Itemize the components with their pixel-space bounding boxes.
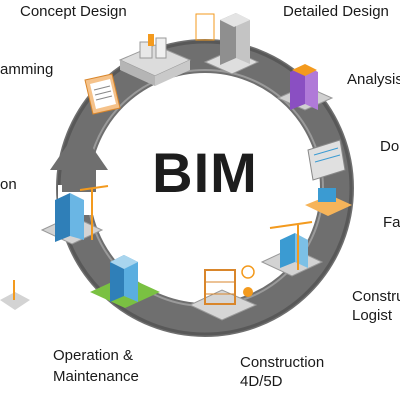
detailed-design-tower-icon	[195, 13, 260, 75]
stage-label-operation-line2: Maintenance	[53, 368, 139, 385]
stage-label-construction-4d5d-line1: Construction	[240, 354, 325, 371]
stage-label-construction-logistics-line1: Constru	[352, 288, 400, 305]
stage-label-fabrication: Fa	[383, 214, 400, 231]
stage-label-construction-4d5d-line2: 4D/5D	[240, 373, 283, 390]
operation-maintenance-building-icon	[90, 255, 160, 308]
stage-label-documentation: Do	[380, 138, 400, 155]
concept-design-building-icon	[118, 34, 192, 86]
stage-label-concept-design: Concept Design	[20, 3, 127, 20]
stage-label-detailed-design: Detailed Design	[283, 3, 389, 20]
stage-label-analysis: Analysis	[347, 71, 400, 88]
stage-label-programming-partial: amming	[0, 61, 54, 78]
construction-4d5d-icon	[188, 265, 258, 321]
stage-label-construction-logistics-line2: Logist	[352, 307, 393, 324]
construction-crane-building-icon	[40, 185, 109, 245]
documentation-icon	[307, 139, 346, 181]
partial-crane-icon	[0, 280, 30, 310]
construction-logistics-icon	[260, 221, 324, 277]
bim-center-title: BIM	[152, 141, 258, 204]
stage-label-operation-line1: Operation &	[53, 347, 134, 364]
analysis-building-icon	[276, 64, 334, 111]
stage-label-construction-partial: on	[0, 176, 17, 193]
clipboard-icon	[84, 73, 121, 115]
fabrication-icon	[305, 188, 352, 216]
